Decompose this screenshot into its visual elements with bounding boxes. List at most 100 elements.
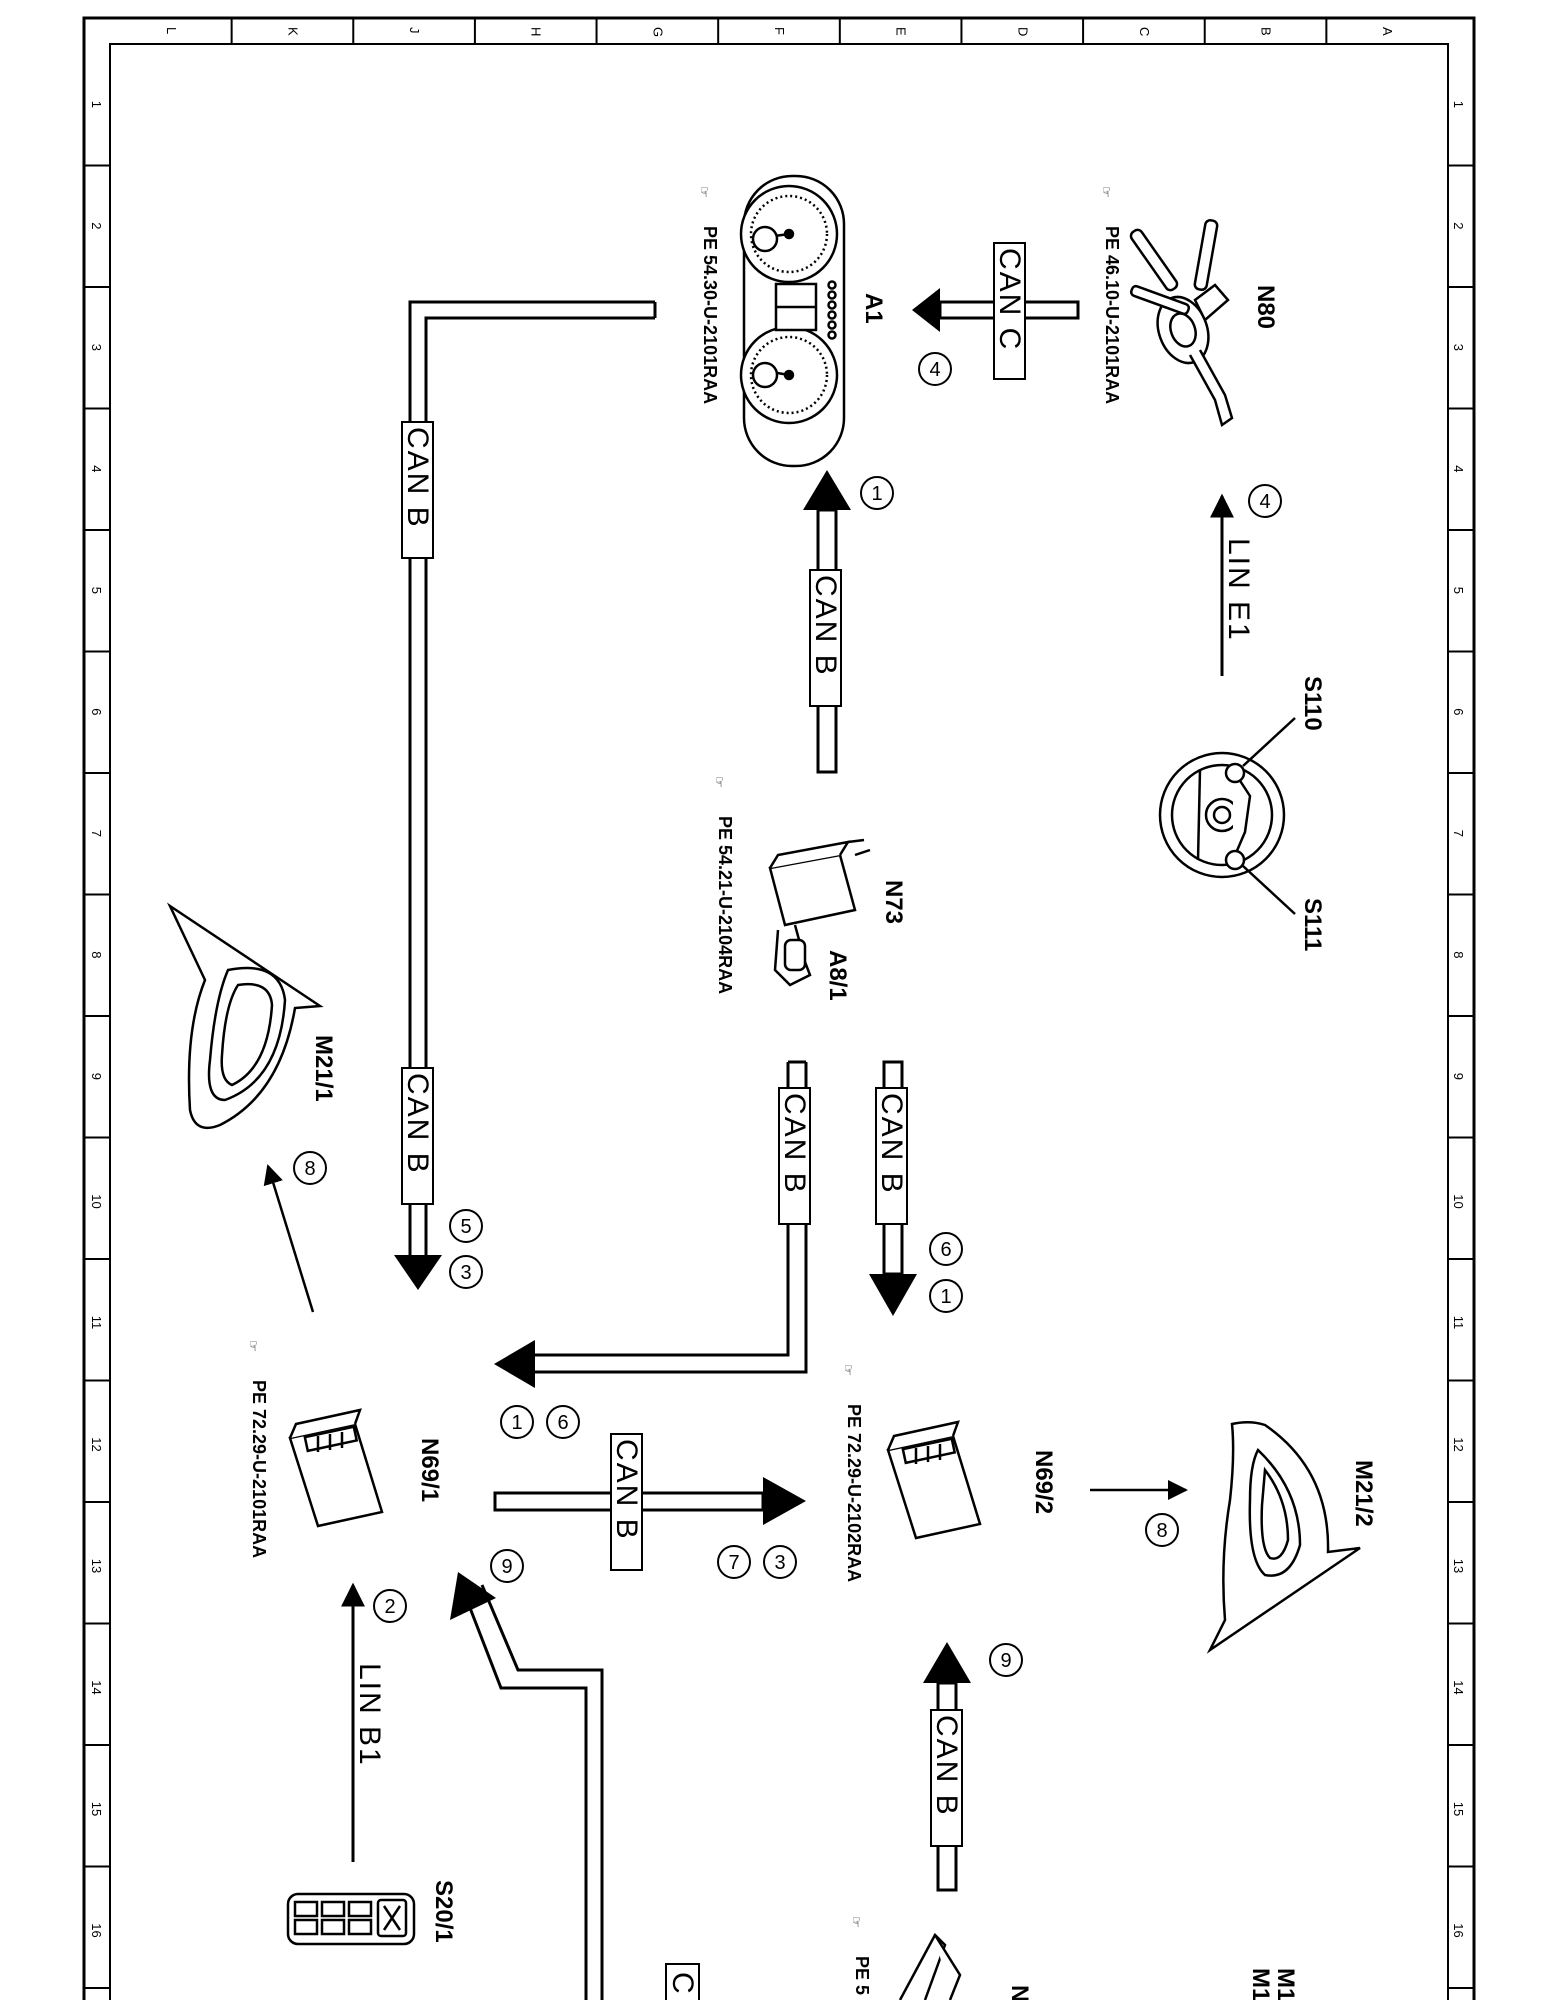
steering-wheel-icon bbox=[1158, 751, 1286, 879]
partial-module-icon bbox=[898, 1932, 962, 2000]
lin-e1-bus: LIN E1 4 bbox=[1210, 484, 1282, 676]
step-marker bbox=[500, 1405, 534, 1439]
n80-combination-switch: N80 ☞ PE 46.10-U-2101RAA bbox=[1099, 186, 1279, 428]
pointer-hand-icon: ☞ bbox=[1099, 186, 1114, 198]
a1-instrument-cluster: A1 ☞ PE 54.30-U-2101RAA bbox=[697, 174, 887, 468]
partial-m1-label-2: M1 bbox=[1247, 1968, 1274, 2000]
step-number: 6 bbox=[557, 1412, 568, 1434]
grid-row-number: 13 bbox=[1451, 1559, 1466, 1573]
n80-reference: PE 46.10-U-2101RAA bbox=[1102, 226, 1122, 404]
can-b-tag bbox=[401, 1067, 434, 1205]
grid-row-number: 5 bbox=[89, 587, 104, 594]
n69-1-label: N69/1 bbox=[416, 1438, 443, 1502]
step-number: 4 bbox=[929, 359, 940, 381]
can-b-label: CAN B bbox=[401, 1073, 434, 1175]
step-number: 9 bbox=[1000, 1650, 1011, 1672]
partial-m1-label: M1 bbox=[1272, 1968, 1299, 2000]
n69-1-door-module: N69/1 ☞ PE 72.29-U-2101RAA bbox=[246, 1340, 443, 1558]
step-marker bbox=[860, 476, 894, 510]
grid-row-number: 7 bbox=[1451, 830, 1466, 837]
ignition-switch-icon bbox=[768, 838, 871, 987]
n69-1-reference: PE 72.29-U-2101RAA bbox=[249, 1380, 269, 1558]
can-tag-partial bbox=[665, 1963, 700, 2000]
can-b-label: CAN B bbox=[401, 427, 434, 529]
grid-column-letter: B bbox=[1259, 27, 1274, 36]
can-b-bus-n73-to-n69-2: CAN B 6 1 bbox=[869, 1060, 963, 1316]
step-number: 8 bbox=[304, 1158, 315, 1180]
mirror-icon bbox=[166, 902, 324, 1130]
can-b-tag bbox=[809, 569, 842, 707]
can-b-tag bbox=[401, 421, 434, 559]
step-marker bbox=[717, 1545, 751, 1579]
partial-n-label: N bbox=[1006, 1985, 1033, 2000]
mirror-icon bbox=[1206, 1421, 1361, 1654]
step-marker bbox=[373, 1589, 407, 1623]
s20-1-window-switch-group: S20/1 bbox=[286, 1880, 457, 1946]
n73-reference: PE 54.21-U-2104RAA bbox=[715, 816, 735, 994]
m21-1-label: M21/1 bbox=[310, 1035, 337, 1102]
step-number: 1 bbox=[871, 483, 882, 505]
can-c-label: CAN C bbox=[993, 248, 1026, 351]
can-b-tag bbox=[875, 1087, 908, 1225]
grid-row-number: 5 bbox=[1451, 587, 1466, 594]
grid-row-number: 11 bbox=[89, 1316, 104, 1330]
can-b-label: CAN B bbox=[610, 1439, 643, 1541]
grid-row-number: 3 bbox=[1451, 344, 1466, 351]
can-b-label: CAN B bbox=[778, 1093, 811, 1195]
grid-row-number: 1 bbox=[1451, 101, 1466, 108]
grid-column-letter: J bbox=[407, 27, 422, 34]
can-b-tag bbox=[610, 1433, 643, 1571]
partial-reference: PE 5 bbox=[852, 1956, 872, 1995]
step-marker bbox=[1248, 484, 1282, 518]
steering-wheel-buttons: S110 S111 bbox=[1158, 676, 1326, 951]
window-switch-panel-icon bbox=[286, 1892, 416, 1946]
grid-row-number: 10 bbox=[1451, 1194, 1466, 1208]
can-b-tag bbox=[778, 1087, 811, 1225]
can-b-bus-bottom-to-n69-2: CAN B 9 bbox=[923, 1642, 1023, 1892]
pointer-hand-icon: ☞ bbox=[712, 776, 727, 788]
grid-row-number: 13 bbox=[89, 1559, 104, 1573]
pointer-hand-icon: ☞ bbox=[849, 1916, 864, 1928]
grid-row-number: 12 bbox=[89, 1437, 104, 1451]
can-b-label: CAN B bbox=[930, 1715, 963, 1817]
grid-row-number: 16 bbox=[89, 1923, 104, 1937]
step-marker bbox=[293, 1151, 327, 1185]
grid-row-number: 3 bbox=[89, 344, 104, 351]
step-marker bbox=[1145, 1513, 1179, 1547]
n80-label: N80 bbox=[1252, 285, 1279, 329]
step-marker bbox=[763, 1545, 797, 1579]
grid-column-letter: C bbox=[1137, 27, 1152, 36]
grid-row-number: 9 bbox=[89, 1073, 104, 1080]
grid-column-letter: H bbox=[529, 27, 544, 36]
combination-switch-icon bbox=[1129, 219, 1234, 428]
a1-reference: PE 54.30-U-2101RAA bbox=[700, 226, 720, 404]
can-b-bus-n73-to-a1: CAN B 1 bbox=[803, 470, 894, 774]
can-b-label: CAN B bbox=[809, 575, 842, 677]
grid-row-number: 14 bbox=[1451, 1680, 1466, 1694]
s111-label: S111 bbox=[1299, 898, 1326, 951]
pointer-hand-icon: ☞ bbox=[841, 1364, 856, 1376]
step-number: 9 bbox=[501, 1556, 512, 1578]
can-b-tag bbox=[930, 1709, 963, 1847]
can-bus-bottom-to-n69-1: 9 bbox=[450, 1549, 604, 2000]
pointer-hand-icon: ☞ bbox=[246, 1340, 261, 1352]
step-number: 2 bbox=[384, 1596, 395, 1618]
instrument-cluster-icon bbox=[739, 174, 846, 468]
drawing-frame bbox=[82, 16, 1476, 2000]
step-number: 7 bbox=[728, 1552, 739, 1574]
grid-column-letter: K bbox=[285, 27, 300, 36]
step-marker bbox=[449, 1255, 483, 1289]
grid-column-letter: D bbox=[1015, 27, 1030, 36]
step-marker bbox=[989, 1643, 1023, 1677]
step-number: 1 bbox=[940, 1286, 951, 1308]
step-marker bbox=[490, 1549, 524, 1583]
grid-row-number: 7 bbox=[89, 830, 104, 837]
lin-b1-label: LIN B1 bbox=[353, 1663, 386, 1767]
lin-e1-label: LIN E1 bbox=[1222, 538, 1255, 642]
step-number: 3 bbox=[774, 1552, 785, 1574]
grid-column-letter: L bbox=[164, 27, 179, 34]
lin-b1-bus: LIN B1 2 bbox=[341, 1582, 407, 1862]
grid-row-number: 14 bbox=[89, 1680, 104, 1694]
arrow-to-m21-2: 8 bbox=[1090, 1480, 1188, 1547]
